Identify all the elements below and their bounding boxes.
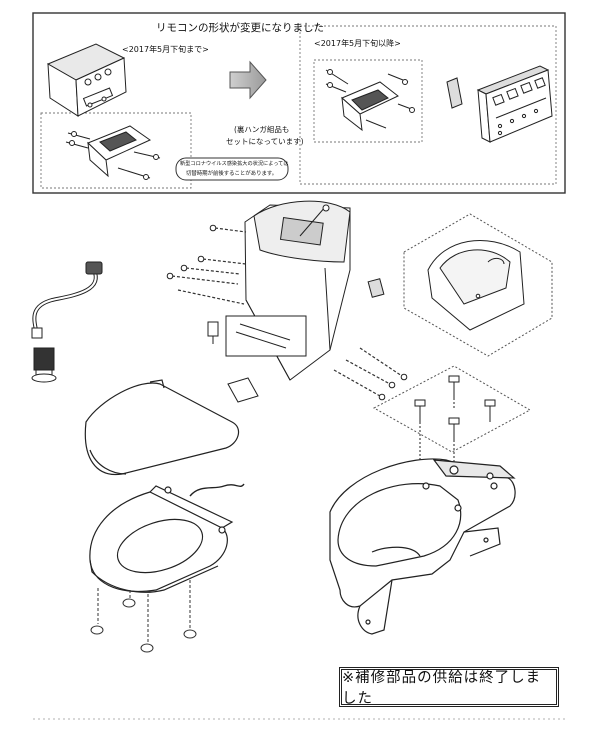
- tank-bolts-icon: [171, 227, 403, 397]
- right-arrow-icon: [229, 60, 267, 100]
- cover-plate-icon: [446, 77, 463, 109]
- new-remote-label: <2017年5月下旬以降>: [314, 39, 401, 48]
- bolt-kit-outline: [372, 365, 532, 453]
- new-remote-mount-box: [313, 59, 423, 143]
- remote-new-icon: [476, 65, 553, 143]
- floor-bracket-icon: [227, 377, 259, 403]
- small-valve-icon: [207, 321, 219, 344]
- seat-feet-icon: [90, 580, 197, 653]
- discontinued-notice-text: ※補修部品の供給は終了しました: [342, 670, 542, 707]
- toilet-tank: [225, 200, 351, 381]
- toilet-bowl: [329, 458, 516, 635]
- discontinued-notice: ※補修部品の供給は終了しました: [339, 667, 559, 707]
- delivery-note-line2: 切替時期が前後することがあります。: [186, 171, 278, 177]
- tank-side-cover-icon: [367, 278, 385, 298]
- screw-note-line2: セットになっています): [226, 137, 304, 146]
- old-remote-label: <2017年5月下旬まで>: [122, 45, 209, 54]
- bolt-heads-icon: [166, 224, 408, 401]
- basin-outline: [403, 213, 553, 357]
- panel-heading: リモコンの形状が変更になりました: [156, 22, 324, 34]
- screw-note-line1: (裏ハンガ組品も: [234, 125, 290, 134]
- seat-lid: [84, 379, 240, 476]
- supply-hose-icon: [31, 261, 103, 339]
- remote-old-icon: [46, 43, 127, 117]
- new-bracket-icon: [325, 69, 415, 132]
- stop-valve-icon: [31, 347, 57, 383]
- delivery-note-line1: 新型コロナウイルス感染拡大の状況によっては: [180, 161, 289, 167]
- delivery-note-box: [175, 157, 289, 181]
- hand-basin: [427, 239, 525, 331]
- old-remote-mount-box: [40, 112, 192, 189]
- old-bracket-icon: [65, 125, 161, 180]
- toilet-seat: [89, 485, 234, 593]
- seat-cable-icon: [189, 483, 245, 497]
- info-panel-frame: [32, 12, 566, 194]
- new-remote-frame: [299, 25, 557, 185]
